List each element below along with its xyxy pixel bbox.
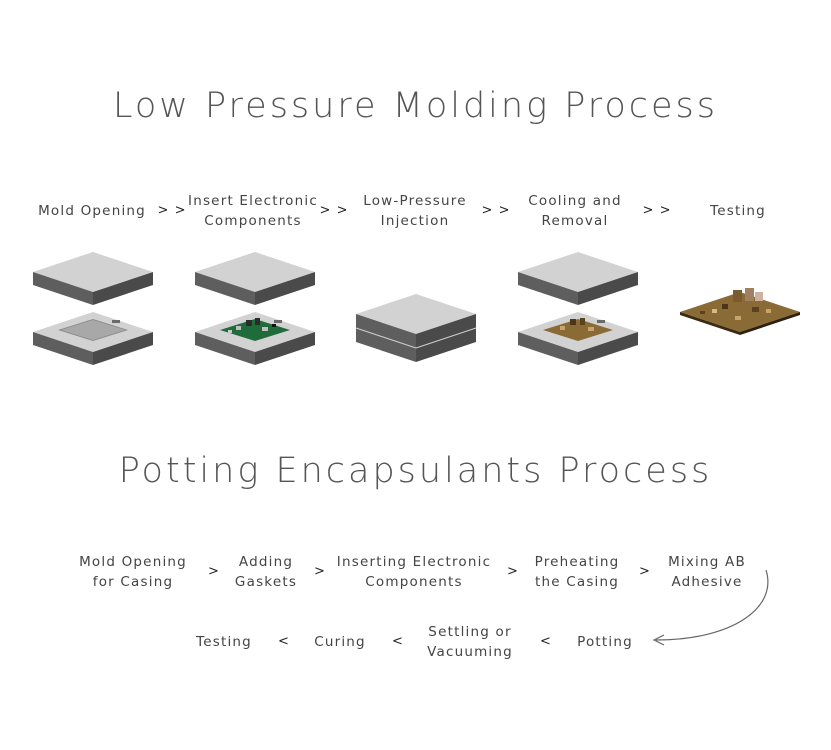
lpm-step-cooling: Cooling and Removal [528,191,621,231]
potting-step-label: Settling or [428,624,512,640]
lpm-step-injection: Low-Pressure Injection [363,191,467,231]
potting-step-preheating: Preheating the Casing [535,552,620,592]
potting-step-label: Potting [577,634,633,650]
potting-step-gaskets: Adding Gaskets [235,552,297,592]
potting-arrow-back: < [392,634,404,649]
lpm-step-label: Testing [710,203,766,219]
potting-step-label: Preheating [534,554,620,570]
potting-arrow-forward: > [314,564,326,579]
lpm-step-label: Insert Electronic [188,193,318,209]
potting-step-label: for Casing [92,574,174,590]
potting-step-settling: Settling or Vacuuming [427,622,513,662]
potting-step-label: Adhesive [671,574,743,590]
mold-closed-illustration [355,294,477,362]
lpm-arrow: > > [319,203,349,218]
lpm-arrow: > > [157,203,187,218]
potting-arrow-back: < [540,634,552,649]
lpm-step-label: Cooling and [528,193,622,209]
potting-step-potting: Potting [577,632,633,652]
potting-step-curing: Curing [314,632,366,652]
potting-step-label: Adding [238,554,294,570]
potting-arrow-forward: > [507,564,519,579]
potting-step-mixing: Mixing AB Adhesive [668,552,746,592]
potting-step-label: Mold Opening [79,554,187,570]
potting-step-testing: Testing [196,632,252,652]
lpm-step-label: Low-Pressure [363,193,467,209]
potting-title: Potting Encapsulants Process [118,451,713,491]
potting-step-inserting: Inserting Electronic Components [337,552,491,592]
potting-step-label: the Casing [534,574,620,590]
finished-board-illustration [680,288,800,335]
lpm-step-insert-components: Insert Electronic Components [188,191,318,231]
potting-step-label: Curing [314,634,366,650]
potting-step-label: Mixing AB [668,554,746,570]
potting-arrow-forward: > [639,564,651,579]
lpm-step-label: Mold Opening [38,203,146,219]
lpm-step-mold-opening: Mold Opening [38,201,146,221]
potting-step-mold-opening: Mold Opening for Casing [79,552,187,592]
lpm-step-testing: Testing [710,201,766,221]
lpm-arrow: > > [481,203,511,218]
mold-open-empty-illustration [33,252,153,365]
potting-step-label: Testing [196,634,252,650]
mold-cooling-illustration [518,252,638,365]
lpm-step-label: Components [204,213,302,229]
lpm-step-label: Injection [380,213,450,229]
potting-step-label: Gaskets [234,574,298,590]
potting-arrow-back: < [278,634,290,649]
potting-arrow-forward: > [208,564,220,579]
lpm-title: Low Pressure Molding Process [113,86,718,126]
mold-with-pcb-illustration [195,252,315,365]
potting-step-label: Components [365,574,463,590]
lpm-step-label: Removal [541,213,609,229]
potting-step-label: Vacuuming [427,644,513,660]
lpm-arrow: > > [642,203,672,218]
potting-step-label: Inserting Electronic [336,554,492,570]
